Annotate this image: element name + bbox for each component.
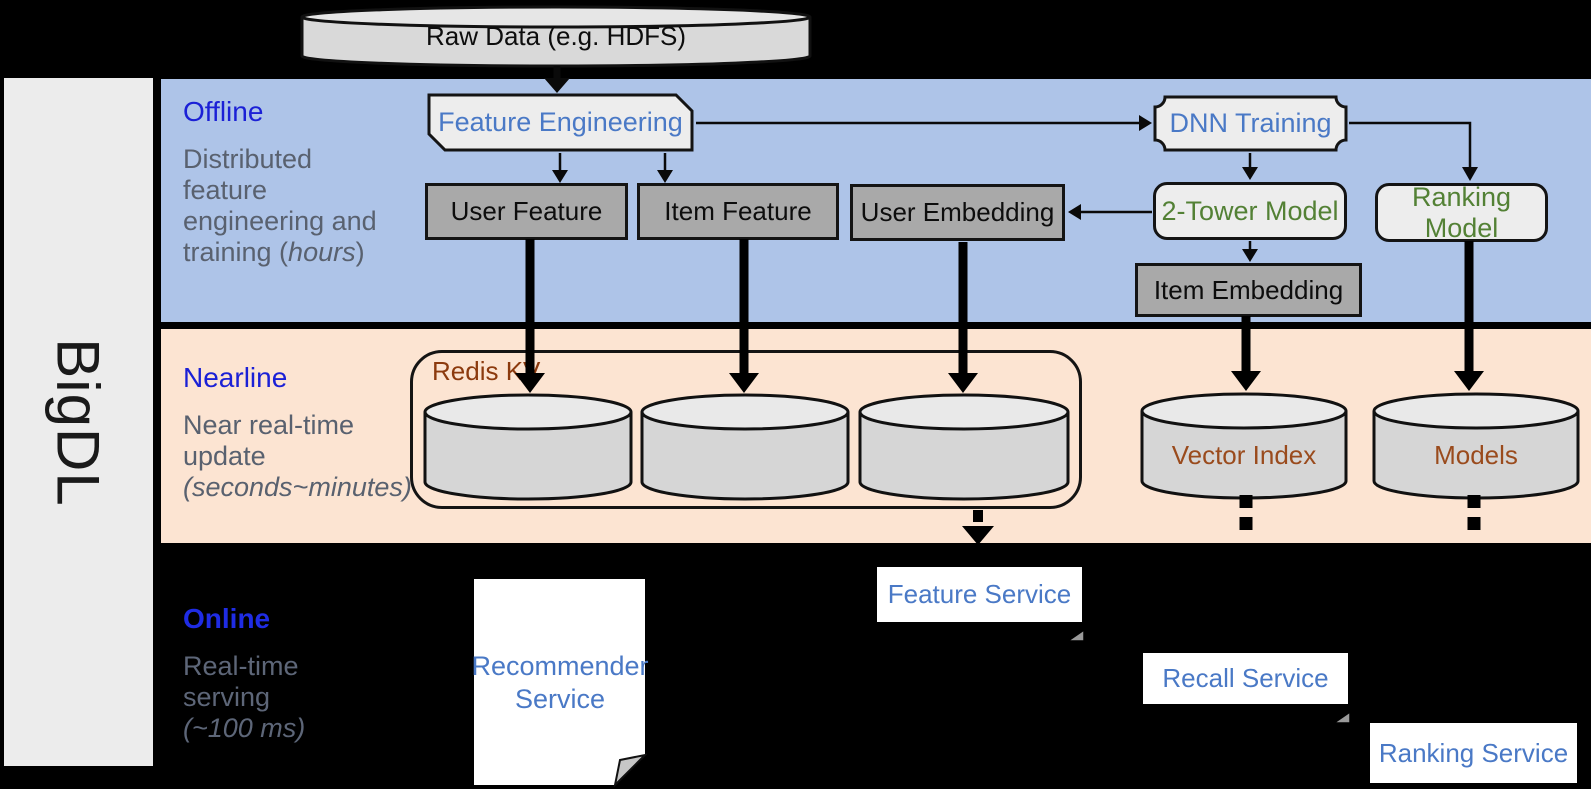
feature-engineering-node: Feature Engineering [427,93,694,152]
page-curl-icon [1331,700,1351,724]
redis-cylinder-1 [423,393,633,505]
user-feature-label: User Feature [450,196,603,226]
recommender-service-node: Recommender Service [471,578,649,787]
online-description: Real-time serving (~100 ms) [183,651,306,743]
user-embedding-label: User Embedding [860,197,1055,227]
vector-index-store: Vector Index [1140,392,1348,504]
ranking-model-node: Ranking Model [1375,181,1548,243]
ranking-service-node: Ranking Service [1370,723,1577,783]
cylinder-icon [423,393,633,501]
feature-engineering-label: Feature Engineering [438,107,683,137]
offline-description: Distributed feature engineering and trai… [183,144,377,267]
cylinder-icon [640,393,850,501]
raw-data-label: Raw Data (e.g. HDFS) [425,21,687,51]
item-embedding-node: Item Embedding [1135,263,1362,317]
online-title: Online [183,603,271,634]
bigdl-sidebar: BigDL [4,78,153,766]
nearline-section-label: Nearline Near real-time update (seconds~… [183,362,412,503]
cylinder-icon [858,393,1070,501]
offline-section-label: Offline Distributed feature engineering … [183,96,377,268]
document-icon [474,579,647,787]
online-section-label: Online Real-time serving (~100 ms) [183,603,305,744]
two-tower-model-node: 2-Tower Model [1153,182,1347,240]
user-feature-node: User Feature [425,183,628,240]
feature-service-node: Feature Service [877,567,1085,642]
nearline-description: Near real-time update (seconds~minutes) [183,410,412,502]
page-curl-icon [1562,779,1580,789]
plaque-box-icon [1153,95,1348,152]
item-embedding-label: Item Embedding [1153,274,1344,305]
raw-data-store: Raw Data (e.g. HDFS) [300,5,812,68]
nearline-title: Nearline [183,362,288,393]
bigdl-brand-text: BigDL [45,337,113,507]
user-embedding-node: User Embedding [850,184,1065,241]
redis-cylinder-2 [640,393,850,505]
redis-cylinder-3 [858,393,1070,505]
recall-service-label: Recall Service [1162,663,1329,693]
models-store: Models [1372,392,1580,504]
dnn-training-label: DNN Training [1169,108,1332,138]
ranking-model-label: Ranking Model [1411,181,1512,243]
vector-index-label: Vector Index [1171,439,1317,470]
item-feature-node: Item Feature [637,183,839,240]
ranking-service-label: Ranking Service [1378,737,1569,768]
snip-corner-box-icon [427,93,694,152]
offline-title: Offline [183,96,264,127]
item-feature-label: Item Feature [664,196,812,226]
two-tower-model-label: 2-Tower Model [1161,195,1339,226]
cylinder-icon [300,5,812,68]
recommender-service-label: Recommender Service [471,650,649,714]
models-label: Models [1434,439,1518,470]
feature-service-label: Feature Service [887,579,1072,609]
page-curl-icon [1065,618,1085,642]
redis-kv-label: Redis KV [432,356,541,386]
recall-service-node: Recall Service [1143,653,1351,724]
dnn-training-node: DNN Training [1153,95,1348,152]
cylinder-icon [1140,392,1348,500]
